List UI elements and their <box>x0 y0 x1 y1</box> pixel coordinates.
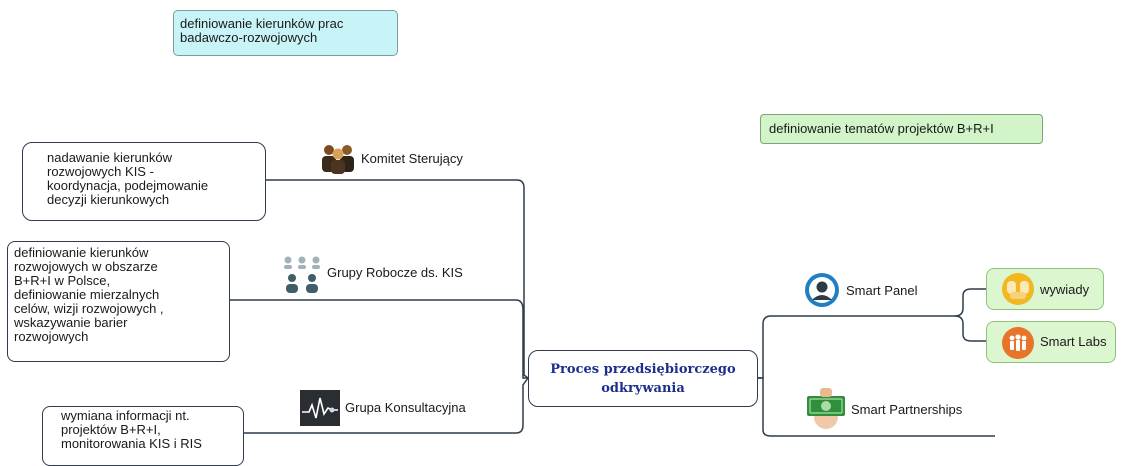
description-box-komitet: nadawanie kierunków rozwojowych KIS - ko… <box>22 142 266 221</box>
connector-grupa-konsultacyjna <box>244 377 529 434</box>
lab-icon <box>1002 327 1034 359</box>
branch-label-grupa-konsultacyjna: Grupa Konsultacyjna <box>345 400 466 415</box>
subnode-wywiady: wywiady <box>986 268 1104 310</box>
user-circle-icon <box>805 273 839 307</box>
money-icon <box>807 388 845 429</box>
interview-icon <box>1002 273 1034 305</box>
people-group-icon <box>322 145 354 174</box>
branch-label-smart-panel: Smart Panel <box>846 283 918 298</box>
subnode-smart-labs: Smart Labs <box>986 321 1116 363</box>
team-icon <box>284 256 320 293</box>
branch-label-smart-partnerships: Smart Partnerships <box>851 402 963 417</box>
connector-komitet <box>266 179 529 379</box>
connector-smart-partnerships <box>758 377 995 437</box>
note-research-directions: definiowanie kierunków prac badawczo-roz… <box>173 10 398 56</box>
description-box-grupy-robocze: definiowanie kierunków rozwojowych w obs… <box>7 241 230 362</box>
note-research-directions-text: definiowanie kierunków prac badawczo-roz… <box>180 16 344 45</box>
central-node: Proces przedsiębiorczego odkrywania <box>528 350 758 407</box>
connector-grupy-robocze <box>230 299 528 379</box>
note-project-topics: definiowanie tematów projektów B+R+I <box>760 114 1043 144</box>
description-box-grupa-konsultacyjna: wymiana informacji nt. projektów B+R+I, … <box>42 406 244 466</box>
branch-label-komitet: Komitet Sterujący <box>361 151 463 166</box>
branch-label-grupy-robocze: Grupy Robocze ds. KIS <box>327 265 463 280</box>
pulse-chart-icon <box>300 390 340 426</box>
subnode-label-smart-labs: Smart Labs <box>1040 334 1107 349</box>
note-project-topics-text: definiowanie tematów projektów B+R+I <box>769 121 994 136</box>
subnode-label-wywiady: wywiady <box>1040 282 1090 297</box>
central-node-line-2: odkrywania <box>601 380 685 396</box>
central-node-line-1: Proces przedsiębiorczego <box>550 361 736 377</box>
connector-wywiady <box>890 288 986 317</box>
connector-smart-labs <box>954 315 986 342</box>
connector-smart-panel <box>758 315 890 379</box>
